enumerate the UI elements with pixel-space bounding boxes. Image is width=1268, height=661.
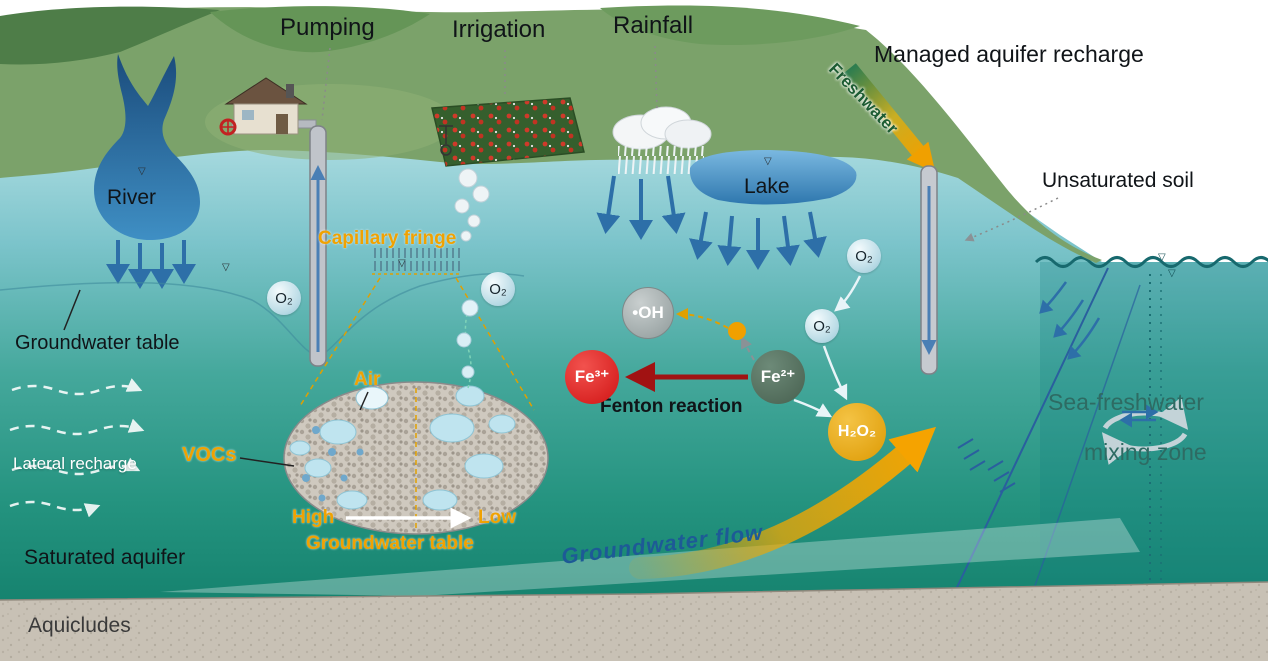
water-table-symbol-sea-2: ▽ <box>1168 268 1176 279</box>
capillary-fringe-label: Capillary fringe <box>318 228 457 249</box>
inset-projector-lines <box>299 277 535 411</box>
air-label: Air <box>354 369 381 390</box>
air-pointer <box>359 391 369 411</box>
capillary-fringe-hatch <box>370 246 464 275</box>
high-label: High <box>292 507 335 528</box>
managed-aquifer-recharge-label: Managed aquifer recharge <box>874 41 1144 67</box>
catalyst-dot <box>728 322 746 340</box>
unsaturated-soil-label: Unsaturated soil <box>1042 169 1194 192</box>
lateral-recharge-arrows <box>9 378 145 518</box>
mixing-zone-arrows <box>1101 397 1189 465</box>
hydroxyl-radical-circle: •OH <box>622 287 674 339</box>
river-shape <box>94 54 200 240</box>
water-table-symbol-river: ▽ <box>138 166 146 177</box>
hill-left <box>0 6 220 65</box>
groundwater-table-label: Groundwater table <box>15 332 180 354</box>
o2-bubble-mid: O₂ <box>481 272 515 306</box>
fe3-circle: Fe³⁺ <box>565 350 619 404</box>
label-pointers <box>321 45 1059 242</box>
sprinkler-icon <box>439 125 453 156</box>
low-label: Low <box>478 507 516 528</box>
rising-bubbles <box>456 299 479 389</box>
saltwater-interface <box>951 267 1141 601</box>
vapor-bubbles <box>454 168 490 242</box>
porous-media-inset <box>239 381 549 535</box>
pumping-station <box>219 77 327 367</box>
valve-icon <box>219 118 237 136</box>
lake-label: Lake <box>744 175 790 198</box>
vocs-label: VOCs <box>182 444 237 466</box>
reaction-arrows <box>625 275 862 418</box>
hill-mid <box>210 6 430 53</box>
water-blobs <box>289 385 516 511</box>
groundwater-table-pointer <box>63 289 81 331</box>
rain-streaks <box>618 146 704 174</box>
o2-bubble-left: O₂ <box>267 281 301 315</box>
house-window <box>242 110 254 120</box>
river-recharge-arrows <box>106 240 196 289</box>
rain-recharge-arrows <box>596 175 686 240</box>
water-table-symbol-sea-1: ▽ <box>1158 252 1166 263</box>
aquicludes-label: Aquicludes <box>28 614 131 637</box>
groundwater-table-inset-label: Groundwater table <box>306 533 474 554</box>
o2-bubble-lower-right: O₂ <box>805 309 839 343</box>
house-chimney <box>286 84 294 98</box>
vocs-pointer <box>239 457 295 467</box>
voc-particles <box>302 426 364 502</box>
rain-cloud <box>612 106 712 174</box>
lake-shape <box>689 150 857 205</box>
water-table-symbol-lake: ▽ <box>764 156 772 167</box>
aquiclude-layer <box>0 581 1268 661</box>
coast-arrows <box>1039 281 1101 360</box>
house-door <box>276 114 288 134</box>
river-label: River <box>107 186 157 209</box>
hill-right <box>600 5 860 46</box>
freshwater-arrow <box>844 63 936 173</box>
sea <box>1034 256 1268 600</box>
irrigation-label: Irrigation <box>452 16 546 43</box>
h2o2-circle: H₂O₂ <box>828 403 886 461</box>
lateral-recharge-label: Lateral recharge <box>13 454 137 473</box>
sea-wave-line <box>1034 256 1268 268</box>
pumping-label: Pumping <box>280 14 375 41</box>
mar-well-group <box>844 63 938 375</box>
lake-recharge-arrows <box>689 211 827 270</box>
water-table-symbol-capillary: ▽ <box>398 258 406 269</box>
irrigation-field <box>431 97 585 242</box>
upwelling-arrow <box>629 426 937 579</box>
sea-freshwater-label: Sea-freshwater <box>1048 389 1204 415</box>
water-table-symbol-well: ▽ <box>222 262 230 273</box>
o2-bubble-upper-right: O₂ <box>847 239 881 273</box>
saturated-aquifer-label: Saturated aquifer <box>24 546 186 569</box>
fenton-reaction-label: Fenton reaction <box>600 396 743 417</box>
mixing-zone-label: mixing zone <box>1084 439 1207 465</box>
rainfall-label: Rainfall <box>613 12 694 39</box>
fe2-circle: Fe²⁺ <box>751 350 805 404</box>
